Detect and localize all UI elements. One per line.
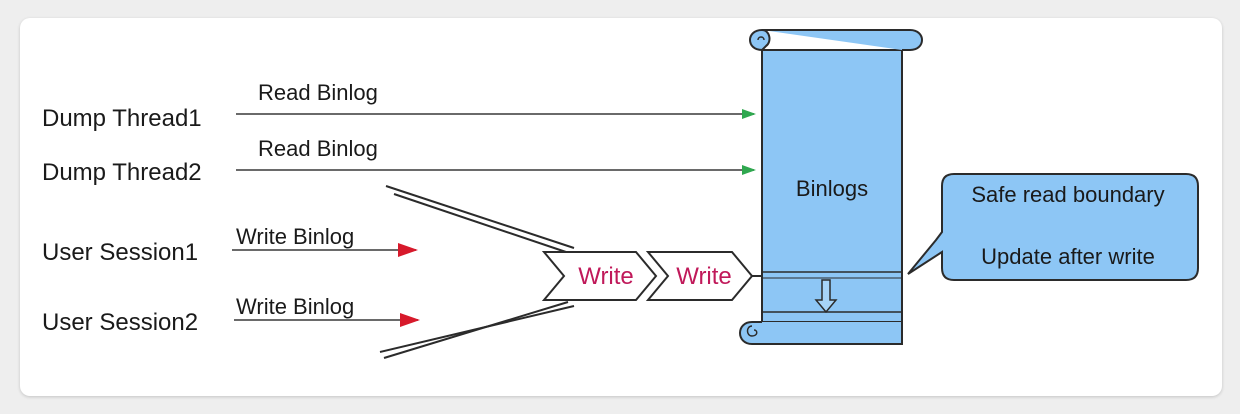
source-user-session-2: User Session2 — [42, 309, 198, 336]
binlogs-label: Binlogs — [796, 176, 868, 201]
callout-line-2: Update after write — [981, 244, 1155, 269]
edge-label-read-1: Read Binlog — [258, 80, 378, 105]
write-funnel — [379, 185, 575, 359]
safe-read-callout: Safe read boundary Update after write — [907, 173, 1199, 281]
binlogs-scroll: Binlogs — [739, 28, 923, 345]
edge-label-read-2: Read Binlog — [258, 136, 378, 161]
edge-label-write-2: Write Binlog — [236, 294, 354, 319]
write-stage-1-label: Write — [578, 263, 634, 290]
write-stage-1: Write — [541, 251, 658, 301]
source-dump-thread-1: Dump Thread1 — [42, 105, 202, 132]
callout-line-1: Safe read boundary — [971, 182, 1164, 207]
write-stage-2-label: Write — [676, 263, 732, 290]
source-dump-thread-2: Dump Thread2 — [42, 159, 202, 186]
write-stage-2: Write — [645, 251, 754, 301]
source-user-session-1: User Session1 — [42, 239, 198, 266]
edge-label-write-1: Write Binlog — [236, 224, 354, 249]
